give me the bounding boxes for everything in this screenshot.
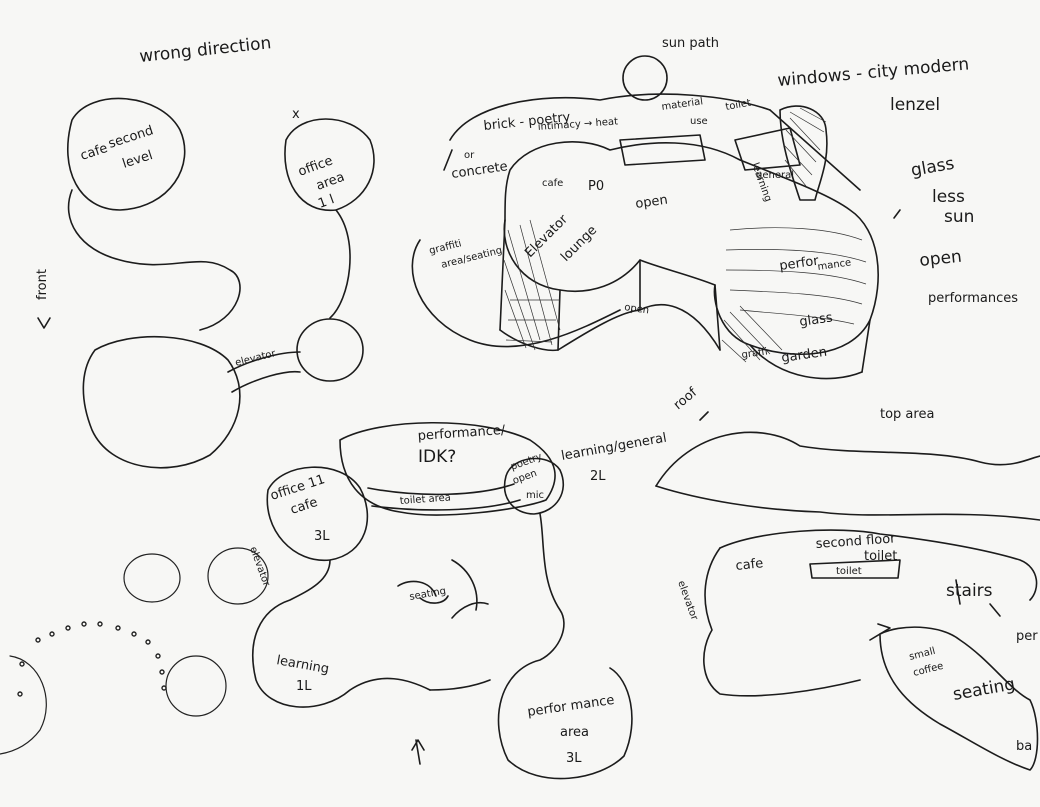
sketch-bubble-diagram: cafe second level office area 1 l elevat… (67, 97, 375, 469)
s2-sun-label: sun (944, 207, 974, 227)
s4-toilet-inner-label: toilet (836, 566, 862, 577)
s3-performance-area-label: perfor mance (526, 693, 615, 720)
s2-perfor-label: perfor (778, 254, 820, 274)
s2-mance-label: mance (817, 257, 852, 273)
s3-elevator-label: elevator (247, 545, 272, 588)
s3-seating-label: seating (409, 586, 447, 603)
s2-or-label: or (464, 150, 475, 161)
s3-learning-label: learning (275, 653, 330, 677)
s3-poetry-label: poetry (509, 451, 543, 473)
sketch-3d-model: brick - poetry intimacy → heat or concre… (411, 93, 1018, 380)
s2-open-label: open (634, 193, 668, 212)
s1-elevator-label: elevator (234, 348, 278, 369)
s1-office-level-label: 1 l (316, 192, 336, 212)
s3-performance-label: performance/ (417, 423, 506, 444)
s1-second-label: second (107, 123, 156, 152)
s2-lounge-label: lounge (558, 223, 600, 265)
s2-p0-label: P0 (588, 179, 604, 194)
s1-area-label: area (314, 170, 346, 194)
s4-per-label: per (1016, 629, 1038, 644)
s2-garden-label: garden (780, 345, 827, 366)
x-mark-label: x (292, 107, 300, 122)
s2-general-label: general (756, 170, 794, 181)
s3-office-level-label: 3L (314, 529, 330, 544)
s4-ba-label: ba (1016, 739, 1032, 754)
s3-idk-label: IDK? (418, 447, 456, 467)
s2-material-label: material (661, 96, 704, 113)
lenzel-label: lenzel (890, 95, 940, 115)
s2-concrete-label: concrete (450, 159, 508, 182)
s2-graffi-label: graffi (741, 346, 769, 361)
s3-pa-level-label: 3L (566, 751, 582, 766)
s4-small-label: small (908, 646, 937, 663)
s4-elevator-label: elevator (675, 579, 700, 622)
wrong-direction-label: wrong direction (138, 33, 272, 67)
s4-seating-label: seating (951, 674, 1016, 705)
s2-graffiti-label: graffiti (428, 238, 463, 257)
s3-office-label: office 11 (269, 472, 327, 504)
s4-toilet-label: toilet (864, 549, 897, 564)
s2-glass-label: glass (798, 310, 833, 330)
s3-area-label: area (560, 725, 589, 740)
s3-learning-general-label: learning/general (560, 431, 668, 464)
sketch-floor-plan: performance/ IDK? toilet area office 11 … (247, 421, 668, 780)
s4-coffee-label: coffee (912, 661, 945, 679)
s3-toilet-area-label: toilet area (399, 492, 451, 507)
s1-cafe-label: cafe (79, 141, 110, 164)
s3-lg-level-label: 2L (590, 469, 606, 484)
windows-label: windows - city modern (777, 54, 970, 91)
s1-level-label: level (121, 148, 155, 172)
top-area-label: top area (880, 407, 934, 422)
s3-mic-label: mic (526, 490, 544, 501)
sun-icon (622, 55, 668, 101)
s4-cafe-label: cafe (735, 556, 764, 574)
s2-cafe-label: cafe (542, 178, 563, 189)
sketch-loose-marks (0, 547, 269, 755)
s3-learning-level-label: 1L (296, 679, 312, 694)
s2-glass-note-label: glass (909, 154, 956, 181)
s2-toilet-label: toilet (725, 98, 752, 113)
sun-path-label: sun path (662, 36, 719, 51)
s3-cafe-label: cafe (289, 495, 320, 518)
s2-performances-label: performances (928, 291, 1018, 306)
s2-open-note-label: open (918, 247, 962, 271)
sketch-second-floor: cafe second floor toilet toilet elevator… (655, 411, 1040, 771)
s2-use-label: use (690, 116, 708, 127)
front-arrow-icon (37, 317, 51, 329)
s4-second-floor-label: second floor (815, 531, 896, 552)
s2-open2-label: open (624, 302, 650, 316)
front-label: front (35, 269, 50, 300)
s4-stairs-label: stairs (946, 581, 993, 601)
roof-label: roof (671, 385, 701, 413)
s2-less-label: less (932, 187, 965, 207)
